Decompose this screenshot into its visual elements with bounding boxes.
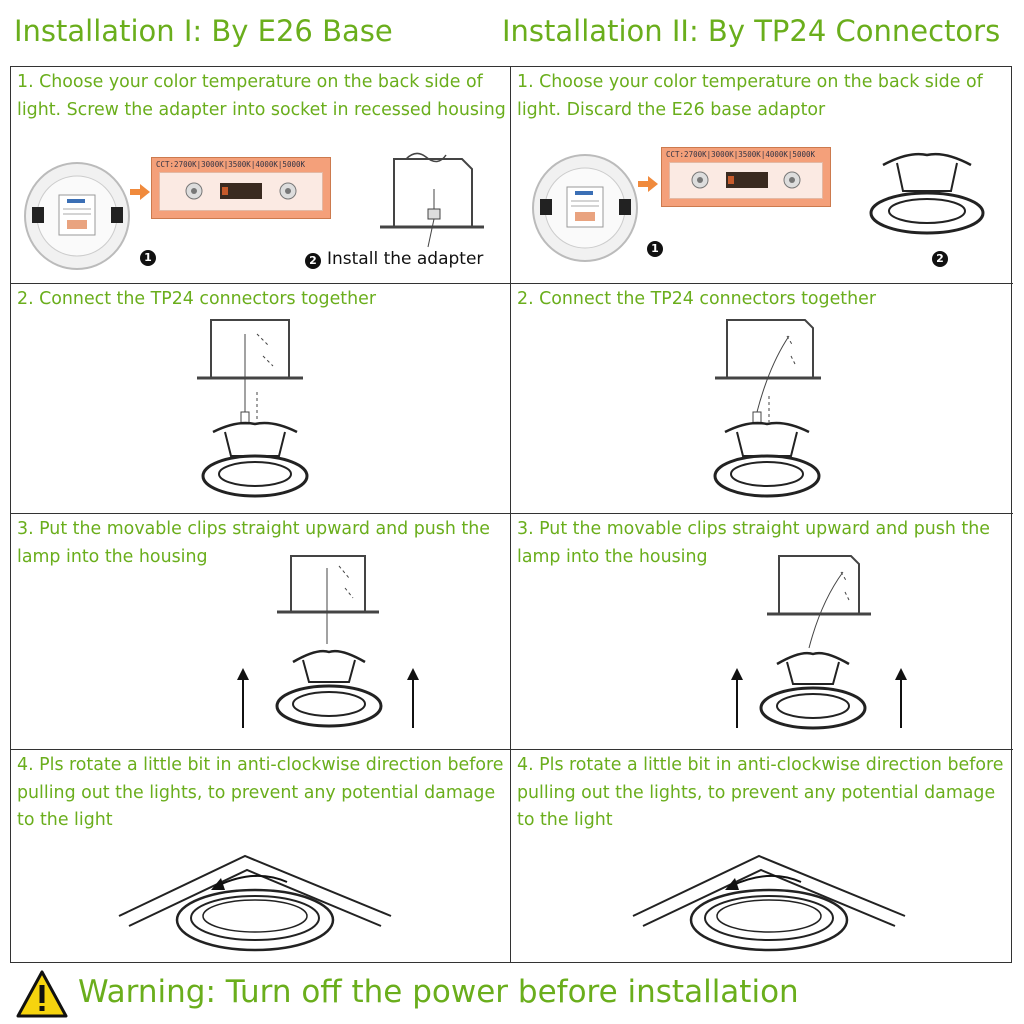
- step-3-right-cell: 3. Put the movable clips straight upward…: [511, 514, 1013, 750]
- step-2-right-cell: 2. Connect the TP24 connectors together: [511, 284, 1013, 514]
- badge-2: 2: [932, 251, 948, 267]
- cct-switch: [691, 171, 801, 189]
- light-back-illustration: [24, 162, 130, 270]
- step-4-left-cell: 4. Pls rotate a little bit in anti-clock…: [11, 750, 511, 962]
- cct-label: CCT:2700K|3000K|3500K|4000K|5000K: [156, 160, 306, 169]
- push-lamp-illustration: [731, 555, 907, 730]
- cct-switch-panel: CCT:2700K|3000K|3500K|4000K|5000K: [661, 147, 831, 207]
- step-3-right-text: 3. Put the movable clips straight upward…: [517, 519, 990, 567]
- installation-2-title: Installation II: By TP24 Connectors: [502, 14, 1001, 48]
- rotate-ceiling-illustration: [118, 854, 392, 952]
- step-3-left-text: 3. Put the movable clips straight upward…: [17, 519, 490, 567]
- warning-banner: Warning: Turn off the power before insta…: [16, 966, 1016, 1022]
- housing-with-adapter-illustration: [380, 152, 484, 248]
- badge-1: 1: [140, 250, 156, 266]
- step-1-right-cell: 1. Choose your color temperature on the …: [511, 67, 1013, 284]
- rotate-ceiling-illustration: [632, 854, 906, 952]
- orange-arrow-icon: [130, 184, 150, 200]
- push-lamp-illustration: [237, 555, 419, 728]
- cct-switch-panel: CCT:2700K|3000K|3500K|4000K|5000K: [151, 157, 331, 219]
- orange-arrow-icon: [638, 176, 658, 192]
- badge-2: 2: [305, 253, 321, 269]
- instruction-grid: 1. Choose your color temperature on the …: [10, 66, 1013, 963]
- step-1-left-text: 1. Choose your color temperature on the …: [17, 72, 506, 120]
- step-4-left-text: 4. Pls rotate a little bit in anti-clock…: [17, 755, 504, 830]
- housing-connect-illustration: [713, 319, 821, 498]
- warning-triangle-icon: [16, 970, 68, 1018]
- warning-text: Warning: Turn off the power before insta…: [78, 974, 799, 1010]
- badge-1: 1: [647, 241, 663, 257]
- step-4-right-text: 4. Pls rotate a little bit in anti-clock…: [517, 755, 1004, 830]
- downlight-illustration: [869, 152, 985, 235]
- cct-switch: [185, 182, 297, 200]
- step-3-left-cell: 3. Put the movable clips straight upward…: [11, 514, 511, 750]
- installation-1-title: Installation I: By E26 Base: [14, 14, 393, 48]
- housing-connect-illustration: [197, 319, 309, 498]
- light-back-illustration: [532, 154, 638, 262]
- step-2-right-text: 2. Connect the TP24 connectors together: [517, 289, 876, 309]
- cct-label: CCT:2700K|3000K|3500K|4000K|5000K: [666, 150, 816, 159]
- step-1-left-cell: 1. Choose your color temperature on the …: [11, 67, 511, 284]
- step-4-right-cell: 4. Pls rotate a little bit in anti-clock…: [511, 750, 1013, 962]
- step-2-left-cell: 2. Connect the TP24 connectors together: [11, 284, 511, 514]
- install-adapter-caption: Install the adapter: [327, 249, 484, 269]
- step-2-left-text: 2. Connect the TP24 connectors together: [17, 289, 376, 309]
- step-1-right-text: 1. Choose your color temperature on the …: [517, 72, 983, 120]
